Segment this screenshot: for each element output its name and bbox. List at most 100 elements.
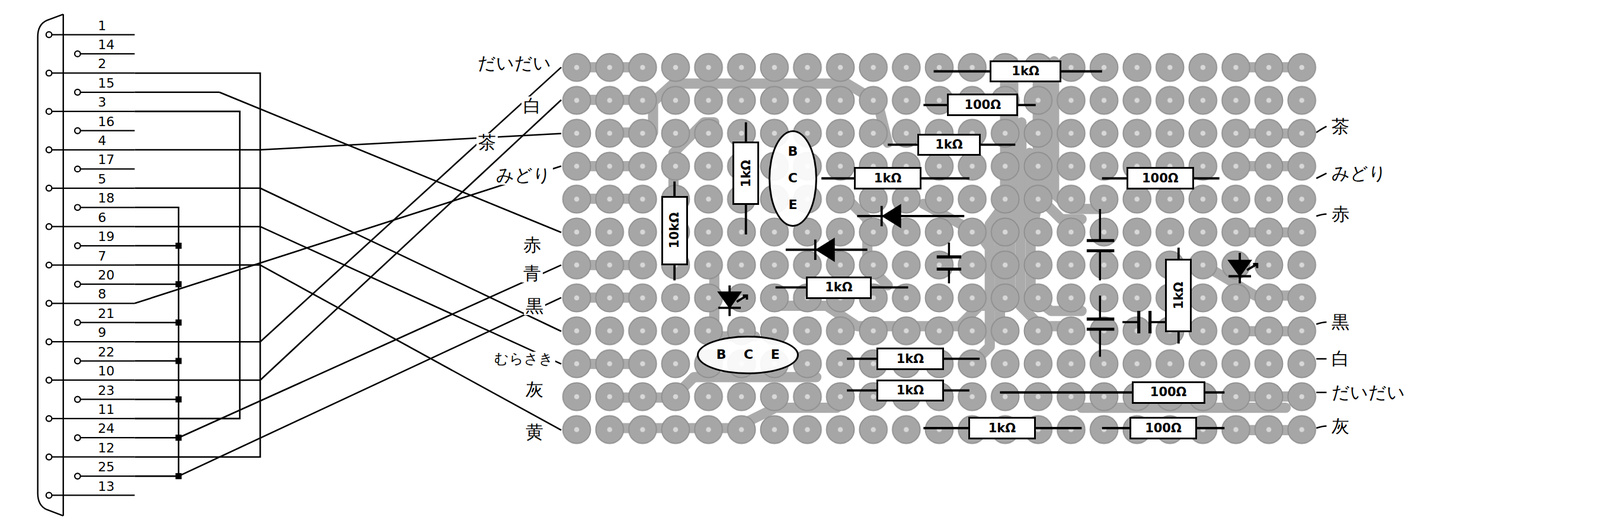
pin-number: 25	[97, 460, 115, 475]
capacitor-symbol-part	[948, 242, 950, 284]
led-symbol-part	[1228, 253, 1257, 284]
cable-wires-part	[134, 91, 220, 94]
capacitor-symbol-part	[1138, 311, 1151, 334]
ground-bus-marker-part	[175, 473, 182, 480]
component-leads	[674, 71, 1225, 430]
capacitor-symbol-part	[936, 257, 962, 270]
diode-symbol-part	[883, 206, 901, 227]
pin-number: 10	[97, 364, 115, 379]
diode-symbol-part	[817, 240, 834, 261]
pin-number: 19	[97, 229, 115, 244]
capacitor-symbol-part	[1086, 240, 1115, 251]
diode-symbol	[785, 206, 965, 261]
pin-leads-part	[74, 281, 81, 288]
terminal-letter: E	[770, 348, 780, 362]
wire-color-label: 赤	[521, 235, 543, 255]
resistor-value: 100Ω	[1150, 386, 1187, 399]
pin-leads-part	[46, 224, 53, 230]
pin-number: 15	[97, 76, 115, 91]
pin-leads-part	[46, 108, 53, 115]
resistor-symbol: 1kΩ	[917, 133, 981, 157]
pin-leads	[46, 32, 135, 499]
resistor-value: 1kΩ	[824, 281, 853, 294]
pin-number: 3	[97, 95, 107, 110]
resistor-symbol: 100Ω	[946, 93, 1019, 117]
capacitor-symbol-part	[1099, 209, 1102, 281]
wire-color-label: 黄	[523, 423, 546, 443]
wire-color-label: 灰	[523, 380, 546, 400]
pin-leads-part	[74, 473, 81, 480]
ground-bus-marker-part	[175, 281, 182, 288]
wire-color-label: 黒	[1329, 312, 1352, 332]
pin-leads-part	[46, 32, 53, 38]
ground-bus-marker-part	[175, 242, 182, 249]
capacitor-symbol-part	[1086, 319, 1115, 330]
resistor-value: 1kΩ	[896, 353, 924, 366]
resistor-symbol: 1kΩ	[853, 167, 922, 190]
pin-leads-part	[74, 50, 81, 57]
pin-number: 18	[97, 191, 115, 206]
pin-leads-part	[74, 434, 81, 441]
wire-color-label: だいだい	[475, 53, 553, 73]
pin-leads-part	[74, 358, 81, 365]
pin-number: 1	[97, 18, 107, 33]
resistor-value: 100Ω	[964, 98, 1001, 112]
cable-wires-part	[260, 265, 562, 431]
wire-color-label: むらさき	[492, 352, 556, 367]
cable-wires-part	[178, 265, 562, 439]
resistor-symbol: 10kΩ	[661, 196, 688, 266]
resistor-symbol: 1kΩ	[968, 417, 1036, 440]
cable-wires-part	[260, 100, 562, 381]
pin-number: 2	[97, 56, 107, 71]
resistor-symbol: 100Ω	[1126, 167, 1195, 190]
pin-number: 5	[97, 172, 107, 187]
resistor-symbol: 100Ω	[1129, 417, 1198, 440]
cable-wires-part	[260, 133, 562, 151]
resistor-value: 1kΩ	[988, 422, 1016, 435]
pin-leads-part	[74, 242, 81, 249]
pin-number: 6	[97, 210, 107, 225]
cable-wires-part	[1316, 126, 1327, 429]
cable-wires-part	[260, 188, 562, 332]
terminal-letter: E	[788, 198, 798, 212]
pin-leads-part	[46, 185, 53, 192]
pin-leads-part	[46, 146, 53, 153]
capacitor-symbol-part	[1099, 295, 1102, 357]
pin-number: 4	[97, 133, 107, 148]
wire-color-label: だいだい	[1329, 383, 1407, 403]
diode-symbol-part	[880, 206, 883, 227]
resistor-symbol: 1kΩ	[732, 141, 760, 206]
pin-number: 16	[97, 114, 115, 129]
pad-grid	[560, 50, 1318, 447]
ground-bus-marker-part	[175, 320, 182, 326]
capacitor-symbol-part	[1122, 321, 1166, 323]
pin-number: 23	[97, 384, 115, 398]
resistor-value: 1kΩ	[874, 172, 902, 185]
resistor-symbol: 100Ω	[1131, 381, 1206, 405]
pin-number: 21	[97, 306, 115, 321]
wire-color-label: 赤	[1329, 205, 1352, 224]
wire-color-label: 茶	[476, 133, 498, 153]
cable-wires-part	[219, 92, 562, 233]
cable-wires-part	[134, 207, 179, 477]
wire-color-label: 茶	[1329, 117, 1352, 137]
cable-wires-part	[134, 149, 261, 381]
resistor-value: 1kΩ	[935, 138, 963, 152]
pin-leads-part	[74, 166, 81, 173]
resistor-value: 1kΩ	[1011, 65, 1039, 78]
ground-bus-marker-part	[175, 434, 182, 441]
resistor-value: 100Ω	[1141, 172, 1179, 185]
pin-leads-part	[74, 397, 81, 403]
pin-number: 14	[97, 37, 115, 52]
pin-leads-part	[46, 454, 53, 461]
pin-leads-part	[46, 300, 53, 307]
pin-leads-part	[52, 34, 135, 496]
pin-leads-part	[46, 262, 53, 269]
wire-color-label: 白	[1329, 349, 1352, 369]
resistor-symbol: 1kΩ	[805, 276, 872, 300]
pin-leads-part	[74, 89, 81, 96]
resistor-symbol: 1kΩ	[876, 347, 944, 371]
pin-number: 24	[97, 421, 115, 436]
pin-number: 13	[97, 480, 115, 494]
